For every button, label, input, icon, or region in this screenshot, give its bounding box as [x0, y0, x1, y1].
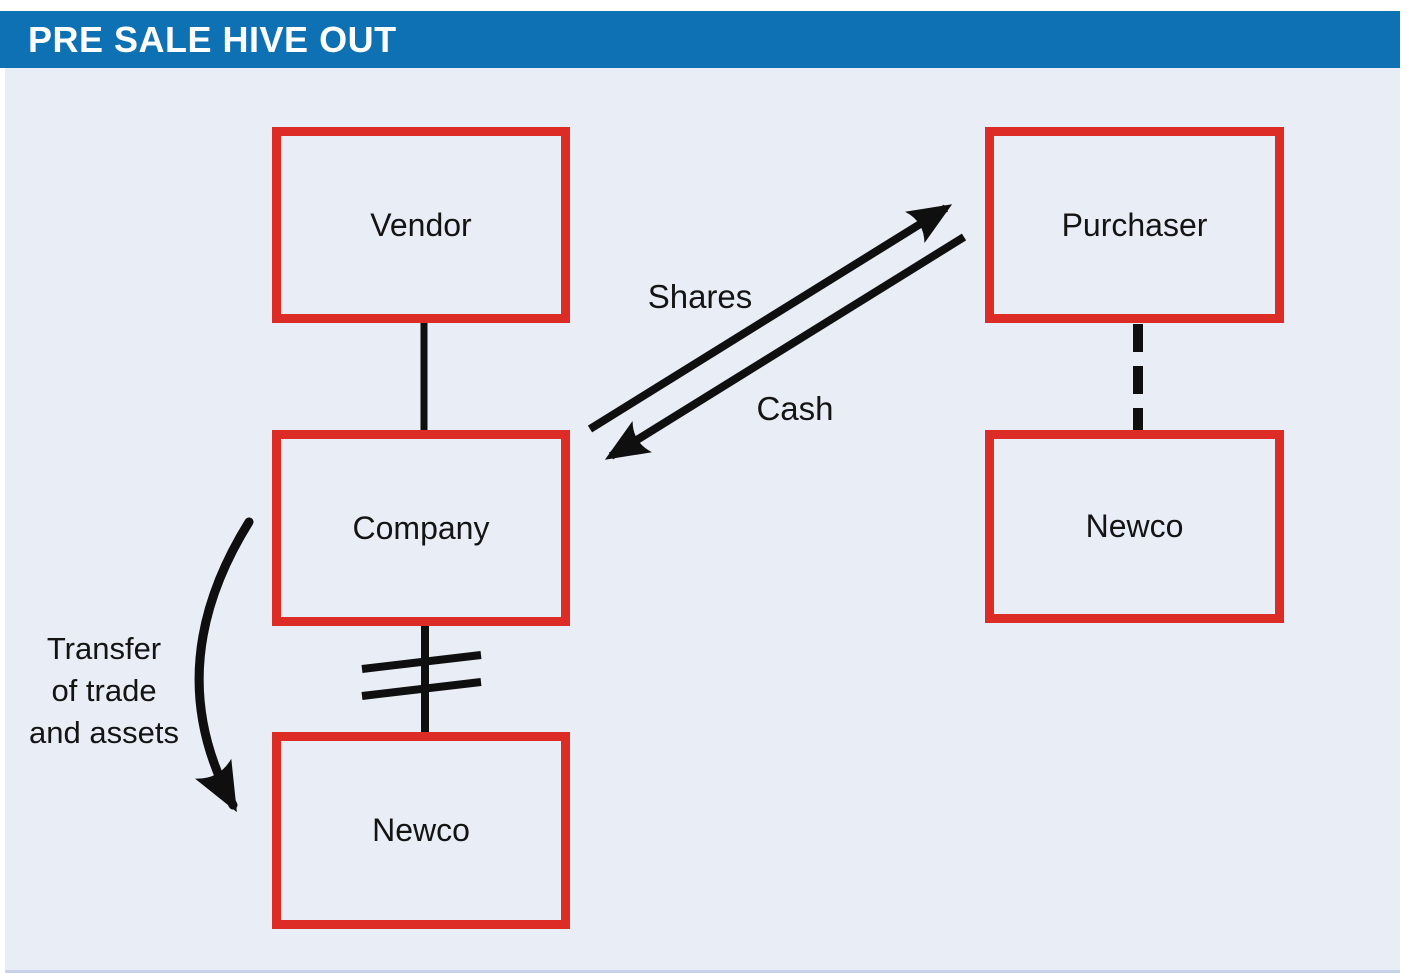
node-newco-bottom-label: Newco — [372, 812, 470, 848]
node-company-label: Company — [352, 509, 490, 546]
node-newco-right: Newco — [985, 430, 1284, 623]
page-title: PRE SALE HIVE OUT — [28, 18, 397, 60]
node-newco-right-label: Newco — [1085, 508, 1184, 544]
node-purchaser-label: Purchaser — [1061, 206, 1208, 243]
node-newco-bottom: Newco — [272, 732, 570, 929]
title-bar: PRE SALE HIVE OUT — [0, 11, 1400, 68]
node-vendor: Vendor — [272, 127, 570, 323]
transfer-label-line3: and assets — [29, 715, 179, 750]
transfer-label-line2: of trade — [51, 673, 157, 708]
shares-label: Shares — [647, 278, 753, 315]
node-company: Company — [272, 430, 570, 626]
cash-label: Cash — [756, 390, 834, 427]
node-vendor-label: Vendor — [370, 206, 472, 243]
transfer-label: Transfer of trade and assets — [14, 628, 194, 754]
node-purchaser: Purchaser — [985, 127, 1284, 323]
transfer-label-line1: Transfer — [46, 631, 162, 666]
